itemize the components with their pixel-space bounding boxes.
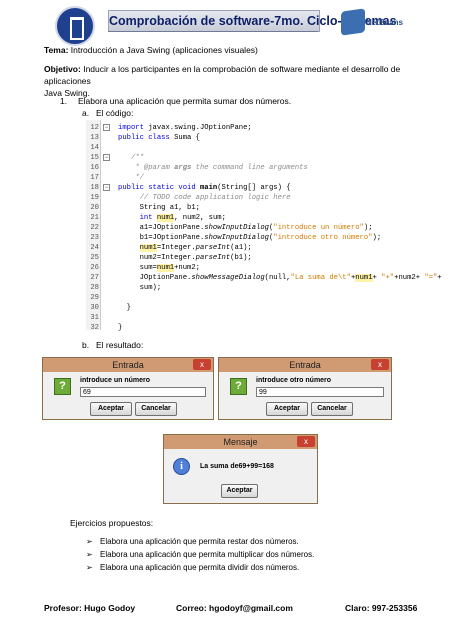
objetivo-text: Inducir a los participantes en la compro…	[44, 64, 401, 86]
input-dialog-1: Entrada x ? introduce un número 69 Acept…	[42, 357, 214, 420]
objetivo-label: Objetivo:	[44, 64, 81, 74]
line-gutter	[86, 120, 101, 330]
arrow-bullet-icon: ➢	[86, 550, 93, 559]
dialog-title: Entrada	[219, 358, 391, 372]
netbeans-logo-icon	[341, 8, 365, 36]
exercise-item: Elabora una aplicación que permita divid…	[100, 563, 300, 572]
fold-icon[interactable]: −	[103, 154, 110, 161]
question-icon: ?	[230, 378, 247, 395]
cancel-button[interactable]: Cancelar	[135, 402, 177, 416]
objetivo-text-2: Java Swing.	[44, 88, 90, 98]
close-button[interactable]: x	[193, 359, 211, 370]
exercise-item: Elabora una aplicación que permita multi…	[100, 550, 315, 559]
exercises-title: Ejercicios propuestos:	[70, 518, 154, 528]
objetivo-block: Objetivo: Inducir a los participantes en…	[44, 63, 424, 99]
footer-claro: Claro: 997-253356	[345, 603, 418, 613]
question-icon: ?	[54, 378, 71, 395]
sub-a-text: El código:	[96, 108, 134, 118]
university-logo	[55, 6, 95, 46]
cancel-button[interactable]: Cancelar	[311, 402, 353, 416]
accept-button[interactable]: Aceptar	[90, 402, 132, 416]
number-input[interactable]: 69	[80, 387, 206, 397]
tema-text: Introducción a Java Swing (aplicaciones …	[70, 45, 258, 55]
footer-profesor: Profesor: Hugo Godoy	[44, 603, 136, 613]
arrow-bullet-icon: ➢	[86, 537, 93, 546]
exercise-item: Elabora una aplicación que permita resta…	[100, 537, 299, 546]
sub-b-text: El resultado:	[96, 340, 144, 350]
item-text: Elabora una aplicación que permita sumar…	[78, 96, 292, 106]
tema-line: Tema: Introducción a Java Swing (aplicac…	[44, 44, 258, 56]
header-divider	[108, 31, 318, 32]
sub-a-letter: a.	[82, 108, 90, 118]
sub-b-letter: b.	[82, 340, 90, 350]
close-button[interactable]: x	[371, 359, 389, 370]
dialog-title: Mensaje	[164, 435, 317, 449]
netbeans-logo-text: NetBeans	[366, 18, 403, 27]
dialog-label: introduce otro número	[256, 377, 332, 384]
dialog-message: La suma de69+99=168	[200, 463, 274, 470]
input-dialog-2: Entrada x ? introduce otro número 99 Ace…	[218, 357, 392, 420]
dialog-title: Entrada	[43, 358, 213, 372]
page-title: Comprobación de software-7mo. Ciclo-Sist…	[108, 10, 397, 32]
arrow-bullet-icon: ➢	[86, 563, 93, 572]
footer-correo: Correo: hgodoyf@gmail.com	[176, 603, 293, 613]
tema-label: Tema:	[44, 45, 69, 55]
item-number: 1.	[60, 96, 68, 106]
fold-icon[interactable]: −	[103, 184, 110, 191]
accept-button[interactable]: Aceptar	[221, 484, 258, 498]
fold-icon[interactable]: −	[103, 124, 110, 131]
info-icon: i	[173, 458, 190, 475]
accept-button[interactable]: Aceptar	[266, 402, 308, 416]
close-button[interactable]: x	[297, 436, 315, 447]
message-dialog: Mensaje x i La suma de69+99=168 Aceptar	[163, 434, 318, 504]
number-input[interactable]: 99	[256, 387, 384, 397]
dialog-label: introduce un número	[80, 377, 150, 384]
